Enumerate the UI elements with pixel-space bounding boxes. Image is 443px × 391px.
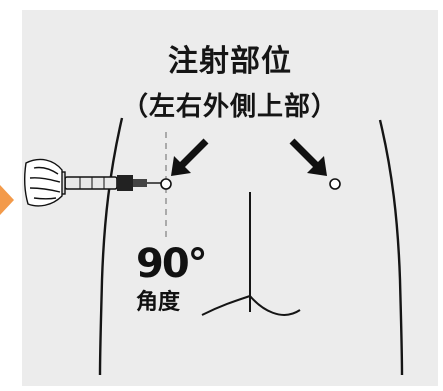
illustration-panel [22, 10, 438, 386]
right-buttock-curve [249, 295, 301, 316]
title-line-1: 注射部位 [168, 44, 292, 79]
angle-label: 角度 [136, 290, 181, 315]
injection-site-marker-icon [329, 178, 341, 190]
title-line-2: （左右外側上部） [121, 92, 338, 122]
left-hip-outline [98, 117, 124, 376]
injection-site-marker-icon [160, 178, 172, 190]
pointer-arrow-icon [0, 185, 14, 215]
injection-arrow-icon [171, 138, 209, 176]
hand-icon [23, 158, 63, 207]
angle-value: 90° [136, 241, 208, 287]
left-buttock-curve [201, 295, 251, 316]
injection-arrow-icon [289, 138, 327, 176]
right-hip-outline [378, 119, 404, 376]
